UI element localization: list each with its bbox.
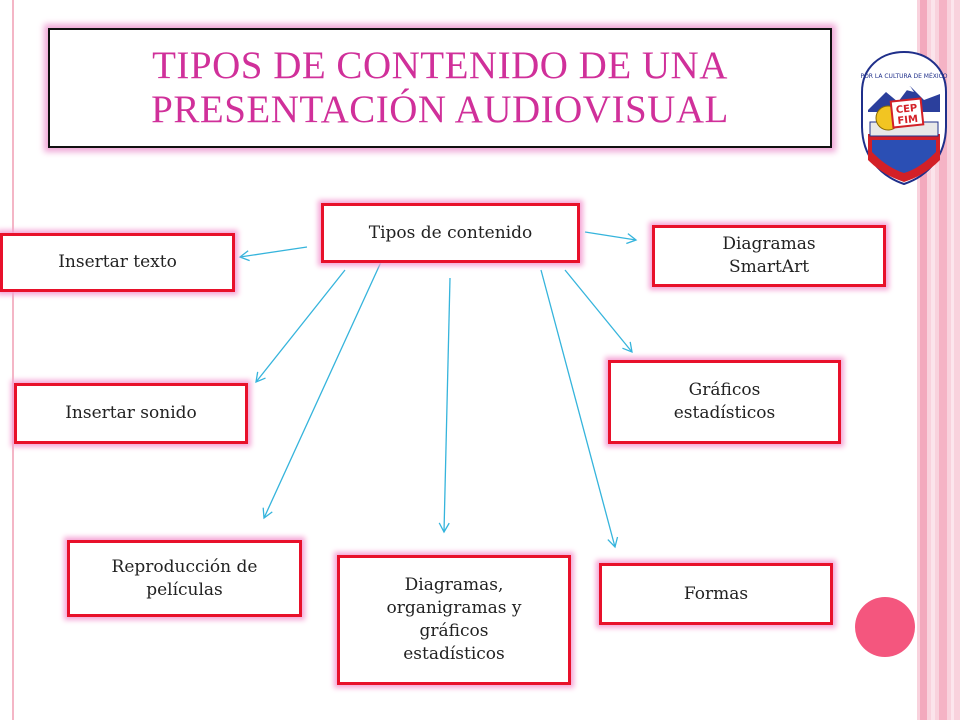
left-border-line (12, 0, 14, 720)
node-tipos-de-contenido: Tipos de contenido (321, 203, 580, 263)
node-reproduccion-de-peliculas: Reproducción de películas (67, 540, 302, 617)
node-insertar-sonido: Insertar sonido (14, 383, 248, 444)
logo-top-text: POR LA CULTURA DE MÉXICO (860, 72, 947, 80)
node-diagramas-smartart: Diagramas SmartArt (652, 225, 886, 287)
node-label: Gráficos estadísticos (673, 380, 776, 423)
logo-line1: CEP (895, 103, 918, 116)
edge-to-reproduccion-peliculas (262, 261, 382, 520)
edge-to-diagramas-smartart (584, 231, 638, 245)
node-formas: Formas (599, 563, 833, 625)
edge-to-graficos-estadisticos (564, 269, 633, 354)
edge-to-insertar-sonido (255, 269, 346, 384)
node-label: Insertar texto (58, 252, 177, 272)
edge-to-insertar-texto (238, 246, 308, 262)
pink-circle-decoration (855, 597, 915, 657)
node-label: Reproducción de películas (111, 556, 258, 600)
node-label: Formas (683, 583, 749, 604)
node-diagramas-organigramas: Diagramas, organigramas y gráficos estad… (337, 555, 571, 685)
slide-title: TIPOS DE CONTENIDO DE UNA PRESENTACIÓN A… (151, 44, 729, 131)
edge-to-formas (540, 269, 619, 549)
node-label: Insertar sonido (65, 403, 197, 423)
node-label: Diagramas, organigramas y gráficos estad… (386, 575, 522, 664)
title-box: TIPOS DE CONTENIDO DE UNA PRESENTACIÓN A… (48, 28, 832, 148)
node-label: Tipos de contenido (368, 222, 533, 243)
node-label: Diagramas SmartArt (722, 234, 816, 277)
logo-line2: FIM (897, 114, 919, 127)
right-decorative-stripes (917, 0, 960, 720)
node-graficos-estadisticos: Gráficos estadísticos (608, 360, 841, 444)
edge-to-diagramas-organigramas (438, 277, 451, 534)
node-insertar-texto: Insertar texto (0, 233, 235, 292)
cep-fim-shield-logo-icon: CEP FIM POR LA CULTURA DE MÉXICO (860, 50, 948, 186)
